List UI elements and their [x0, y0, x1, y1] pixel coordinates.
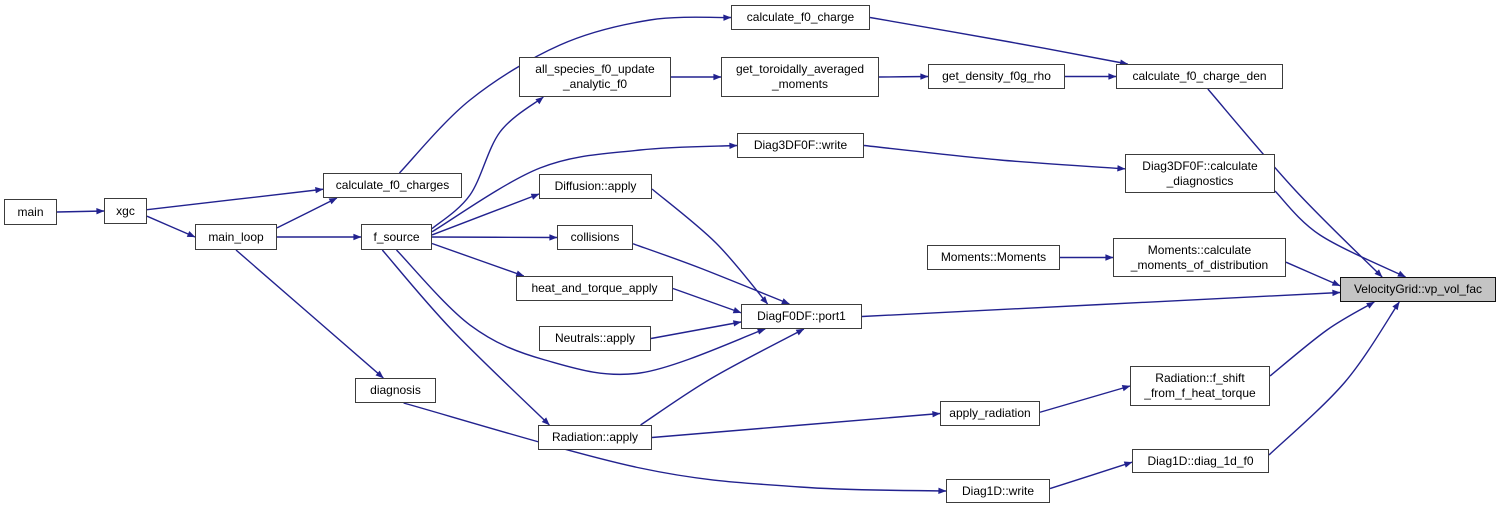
edge-get_toroidally-to-get_density	[878, 73, 929, 80]
node-charge_den[interactable]: calculate_f0_charge_den	[1116, 64, 1283, 89]
node-calculate_f0_charges[interactable]: calculate_f0_charges	[323, 173, 462, 198]
node-f_source[interactable]: f_source	[361, 224, 432, 250]
node-diag1d_write[interactable]: Diag1D::write	[946, 479, 1050, 503]
node-neutrals[interactable]: Neutrals::apply	[539, 326, 651, 351]
edge-f_source-to-heat_torque	[431, 242, 525, 277]
edge-collisions-to-port1	[632, 243, 790, 305]
edge-radiation_apply-to-port1	[640, 328, 805, 426]
edge-diag1d_write-to-diag1d_f0	[1049, 461, 1133, 490]
edge-moments_calc-to-vp_vol_fac	[1285, 261, 1341, 287]
subject-node-vp_vol_fac: VelocityGrid::vp_vol_fac	[1340, 277, 1496, 302]
edge-main_loop-to-calculate_f0_charges	[276, 197, 338, 229]
node-diffusion[interactable]: Diffusion::apply	[539, 174, 652, 199]
node-get_toroidally[interactable]: get_toroidally_averaged _moments	[721, 57, 879, 97]
node-diag3d_write[interactable]: Diag3DF0F::write	[737, 133, 864, 158]
node-diagnosis[interactable]: diagnosis	[355, 378, 436, 403]
edge-f_source-to-all_species	[431, 96, 544, 230]
node-xgc[interactable]: xgc	[104, 198, 147, 224]
edge-diffusion-to-port1	[651, 188, 769, 305]
node-collisions[interactable]: collisions	[557, 225, 633, 250]
edge-calculate_f0_charges-to-calculate_f0_charge	[398, 14, 732, 174]
edge-diagnosis-to-diag1d_write	[403, 402, 947, 494]
node-radiation_apply[interactable]: Radiation::apply	[538, 425, 652, 450]
node-get_density[interactable]: get_density_f0g_rho	[928, 64, 1065, 89]
edge-f_source-to-collisions	[431, 234, 558, 241]
edge-calculate_f0_charge-to-charge_den	[869, 16, 1129, 66]
edge-main_loop-to-diagnosis	[235, 249, 384, 379]
edge-heat_torque-to-port1	[672, 287, 742, 314]
edge-diag3d_calc-to-vp_vol_fac	[1274, 190, 1406, 278]
node-all_species[interactable]: all_species_f0_update _analytic_f0	[519, 57, 671, 97]
node-f_shift[interactable]: Radiation::f_shift _from_f_heat_torque	[1130, 366, 1270, 406]
node-apply_radiation[interactable]: apply_radiation	[940, 401, 1040, 426]
edge-neutrals-to-port1	[650, 320, 742, 340]
node-heat_torque[interactable]: heat_and_torque_apply	[516, 276, 673, 301]
edge-f_source-to-radiation_apply	[381, 249, 550, 426]
node-port1[interactable]: DiagF0DF::port1	[741, 304, 862, 329]
edge-port1-to-vp_vol_fac	[861, 289, 1341, 318]
node-diag1d_f0[interactable]: Diag1D::diag_1d_f0	[1132, 449, 1269, 473]
node-moments_calc[interactable]: Moments::calculate _moments_of_distribut…	[1113, 238, 1286, 277]
edge-f_source-to-diag3d_write	[431, 142, 738, 233]
edge-f_source-to-diffusion	[431, 193, 540, 236]
edge-diag3d_write-to-diag3d_calc	[863, 144, 1126, 172]
edges-group	[56, 14, 1406, 494]
edge-diag1d_f0-to-vp_vol_fac	[1268, 301, 1400, 456]
node-moments_ctor[interactable]: Moments::Moments	[927, 245, 1060, 270]
edge-f_source-to-port1	[395, 249, 766, 376]
edge-main-to-xgc	[56, 207, 105, 215]
edge-radiation_apply-to-apply_radiation	[651, 410, 941, 439]
edge-f_shift-to-vp_vol_fac	[1269, 301, 1375, 377]
edge-xgc-to-calculate_f0_charges	[146, 186, 324, 211]
edge-apply_radiation-to-f_shift	[1039, 385, 1131, 413]
node-main_loop[interactable]: main_loop	[195, 224, 277, 250]
node-main[interactable]: main	[4, 199, 57, 225]
node-calculate_f0_charge[interactable]: calculate_f0_charge	[731, 5, 870, 30]
edge-xgc-to-main_loop	[146, 215, 196, 238]
node-diag3d_calc[interactable]: Diag3DF0F::calculate _diagnostics	[1125, 154, 1275, 193]
